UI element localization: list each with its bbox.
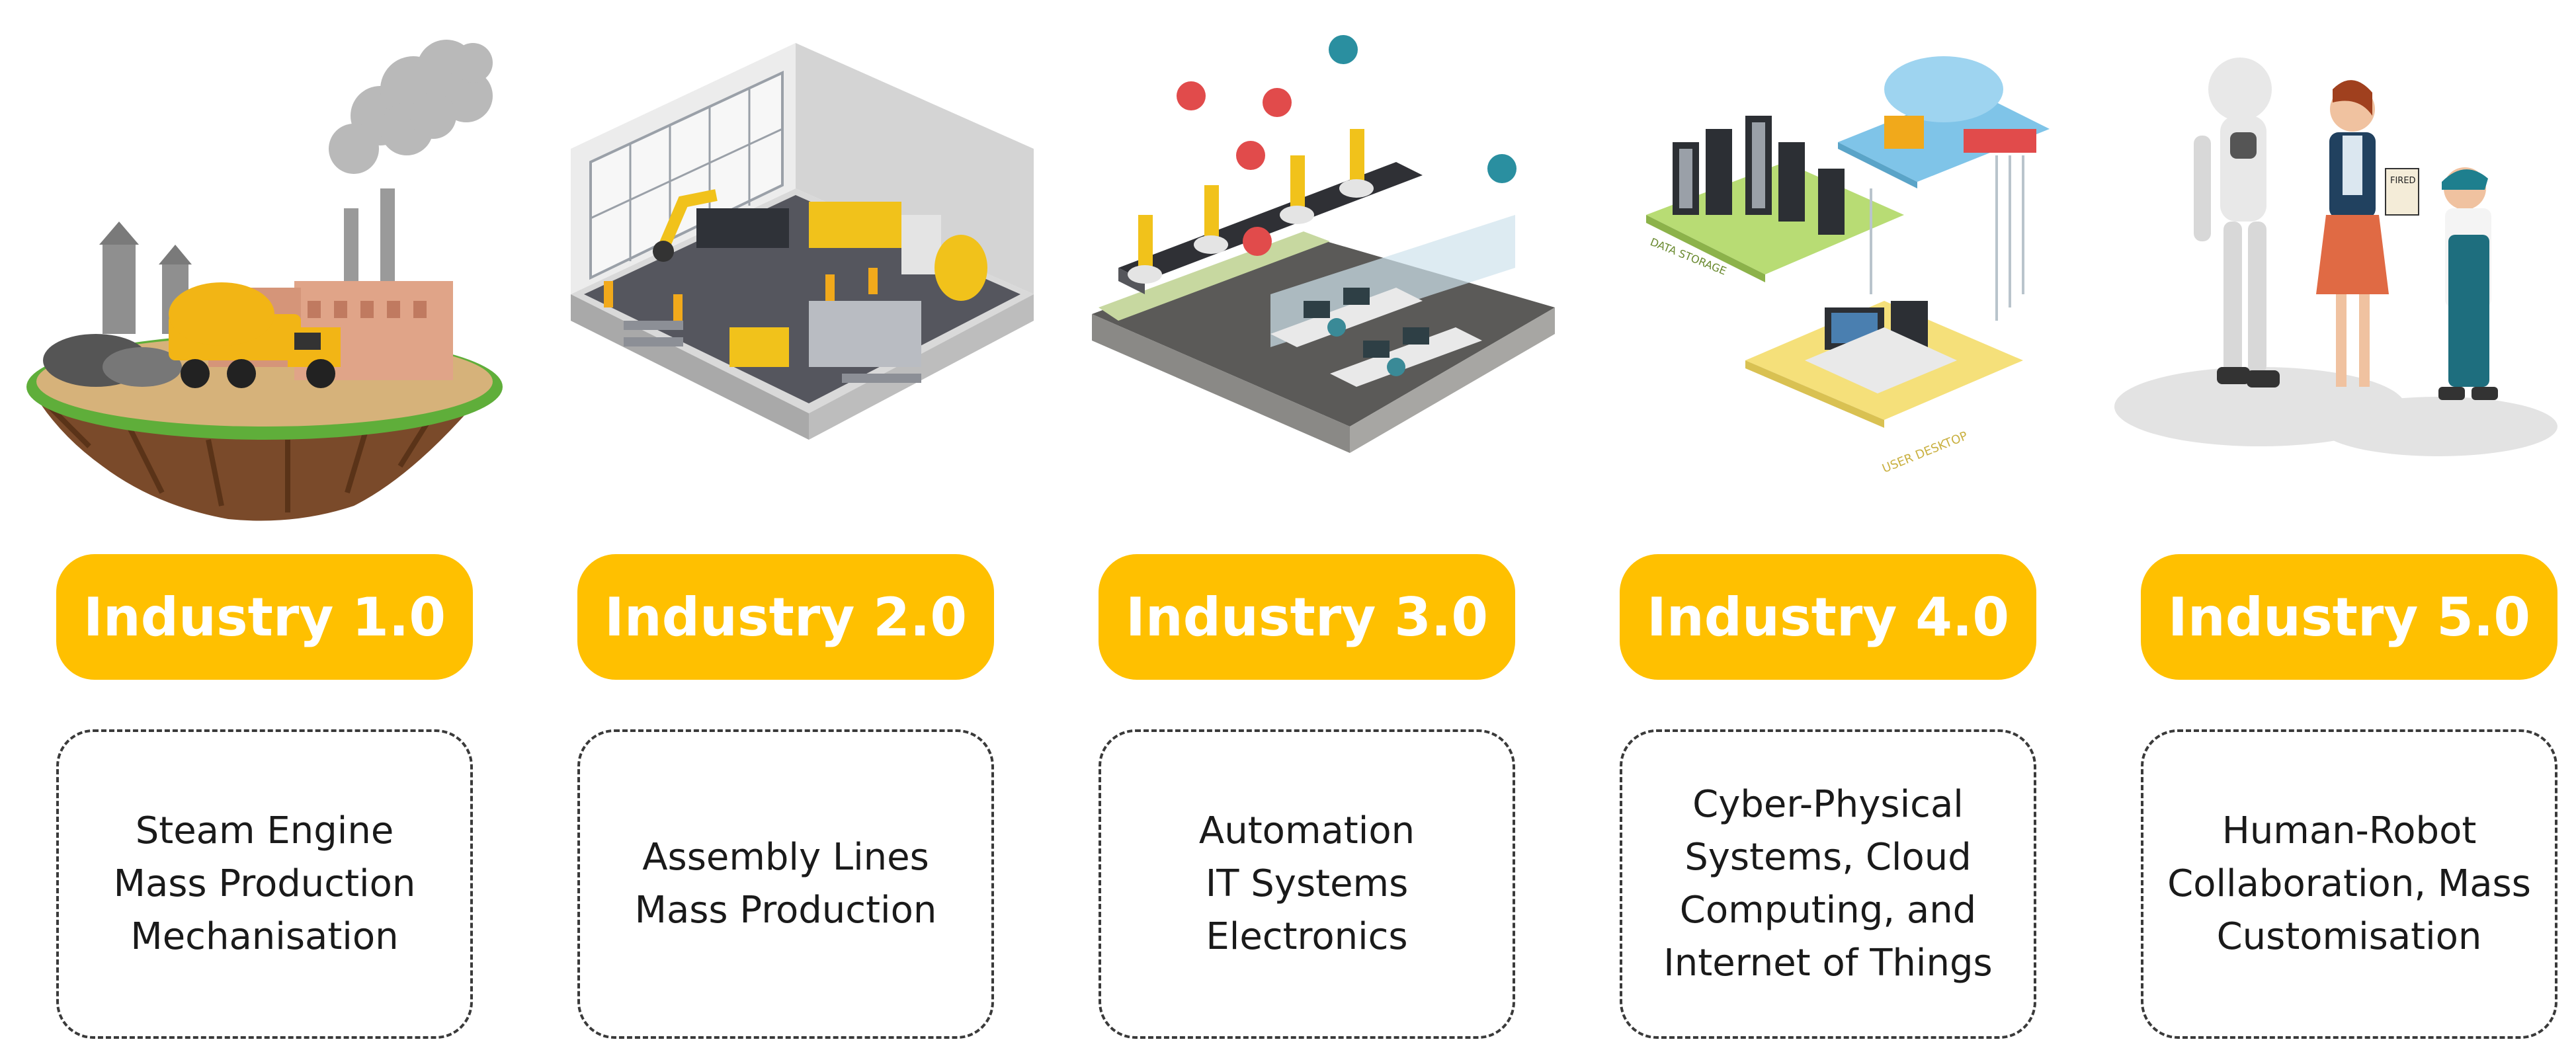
description-line: IT Systems — [1205, 862, 1409, 905]
human-robot-collaboration-icon: FIRED — [2095, 17, 2576, 532]
steam-factory-island-icon — [10, 17, 519, 532]
stage-label-pill: Industry 5.0 — [2141, 554, 2557, 680]
illustration-label: USER DESKTOP — [1880, 429, 1970, 476]
description-line: Computing, and — [1679, 889, 1977, 932]
stage-label-pill: Industry 1.0 — [56, 554, 473, 680]
stage-label: Industry 1.0 — [83, 586, 446, 648]
description-line: Mass Production — [113, 862, 416, 905]
stage-label-pill: Industry 2.0 — [577, 554, 994, 680]
stage-label-pill: Industry 4.0 — [1620, 554, 2036, 680]
description-line: Internet of Things — [1663, 942, 1993, 985]
description-line: Electronics — [1206, 915, 1408, 958]
description-line: Mechanisation — [130, 915, 399, 958]
stage-industry-4: DATA STORAGE USER DESKTOP Industry 4.0 — [1620, 0, 2050, 1058]
stage-label-pill: Industry 3.0 — [1099, 554, 1515, 680]
description-line: Cyber-Physical — [1692, 783, 1964, 826]
automation-control-room-icon — [1052, 17, 1561, 532]
description-line: Human-Robot — [2222, 809, 2477, 852]
description-line: Assembly Lines — [642, 836, 929, 879]
stage-description-box: Automation IT Systems Electronics — [1099, 729, 1515, 1039]
stage-industry-2: Industry 2.0 Assembly Lines Mass Product… — [571, 0, 1034, 1058]
stage-description-box: Human-Robot Collaboration, Mass Customis… — [2141, 729, 2557, 1039]
stage-industry-3: Industry 3.0 Automation IT Systems Elect… — [1092, 0, 1555, 1058]
stage-label: Industry 3.0 — [1126, 586, 1488, 648]
description-line: Systems, Cloud — [1684, 836, 1972, 879]
assembly-line-factory-icon — [531, 17, 1040, 532]
stage-description-box: Steam Engine Mass Production Mechanisati… — [56, 729, 473, 1039]
illustration-label: FIRED — [2390, 176, 2416, 186]
description-line: Automation — [1198, 809, 1415, 852]
description-line: Mass Production — [634, 889, 937, 932]
description-line: Steam Engine — [135, 809, 394, 852]
description-line: Collaboration, Mass — [2167, 862, 2531, 905]
stage-description-box: Assembly Lines Mass Production — [577, 729, 994, 1039]
stage-label: Industry 5.0 — [2168, 586, 2530, 648]
stage-industry-5: FIRED Industry 5.0 Human-Robot Collabora… — [2114, 0, 2557, 1058]
stage-label: Industry 4.0 — [1647, 586, 2009, 648]
cloud-data-storage-icon: DATA STORAGE USER DESKTOP — [1573, 17, 2083, 532]
stage-description-box: Cyber-Physical Systems, Cloud Computing,… — [1620, 729, 2036, 1039]
description-line: Customisation — [2216, 915, 2482, 958]
stage-industry-1: Industry 1.0 Steam Engine Mass Productio… — [26, 0, 503, 1058]
stage-label: Industry 2.0 — [604, 586, 967, 648]
